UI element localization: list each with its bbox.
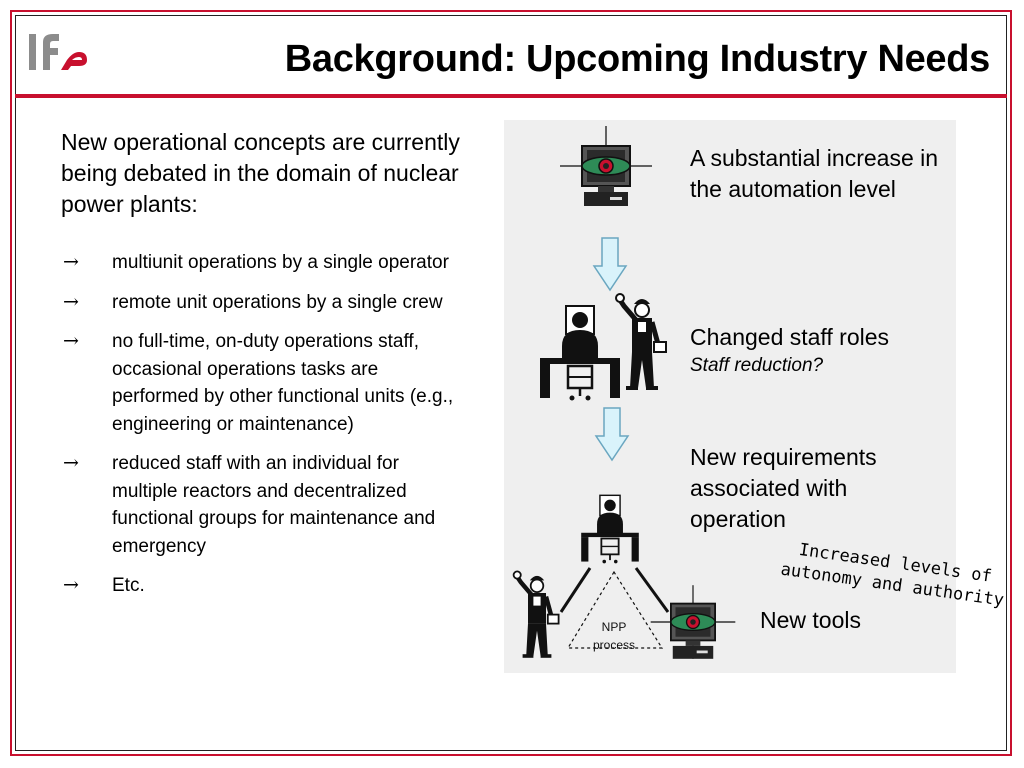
bullet-text: remote unit operations by a single crew <box>112 291 443 313</box>
slide-frame-outer <box>10 10 1012 756</box>
bullet-text: Etc. <box>112 575 145 596</box>
monitor-eye-icon <box>559 125 653 207</box>
bullet-text: reduced staff with an individual for mul… <box>112 453 436 557</box>
staff-roles-block: Changed staff roles Staff reduction? <box>690 322 950 379</box>
monitor-eye-icon <box>649 584 737 660</box>
title-underline <box>15 94 1007 98</box>
right-arrow-icon: → <box>63 251 79 273</box>
right-arrow-icon: → <box>63 452 79 474</box>
staff-reduction-label: Staff reduction? <box>690 355 824 376</box>
worker-icon <box>616 294 666 390</box>
list-item: → no full-time, on-duty operations staff,… <box>61 328 461 438</box>
connector-line <box>634 567 670 613</box>
staff-roles-label: Changed staff roles <box>690 324 890 350</box>
ife-logo <box>29 34 87 70</box>
npp-process-label: process <box>593 638 635 652</box>
bullet-text: no full-time, on-duty operations staff, … <box>112 331 454 435</box>
tools-label: New tools <box>760 607 861 633</box>
requirements-label: New requirements associated with operati… <box>690 444 877 532</box>
bullet-list: → multiunit operations by a single operat… <box>61 249 461 612</box>
down-arrow-icon <box>595 407 629 461</box>
intro-text: New operational concepts are currently b… <box>61 129 460 217</box>
operator-at-desk-icon <box>538 304 622 402</box>
npp-triangle <box>566 570 664 649</box>
down-arrow-icon <box>593 237 627 291</box>
right-arrow-icon: → <box>63 330 79 352</box>
list-item: → multiunit operations by a single operat… <box>61 249 461 277</box>
right-arrow-icon: → <box>63 290 79 313</box>
list-item: → reduced staff with an individual for mu… <box>61 450 461 560</box>
list-item: → remote unit operations by a single crew <box>61 289 461 317</box>
bullet-text: multiunit operations by a single operato… <box>112 252 449 273</box>
connector-line <box>559 567 592 613</box>
worker-icon <box>514 571 559 657</box>
right-arrow-icon: → <box>63 574 79 596</box>
diagram-panel <box>504 120 956 673</box>
list-item: → Etc. <box>61 572 461 600</box>
slide-title: Background: Upcoming Industry Needs <box>284 38 991 80</box>
npp-label: NPP <box>602 620 627 634</box>
slide-frame-inner <box>15 15 1007 751</box>
automation-label: A substantial increase in the automation… <box>690 145 939 202</box>
operator-at-desk-icon <box>580 494 640 565</box>
